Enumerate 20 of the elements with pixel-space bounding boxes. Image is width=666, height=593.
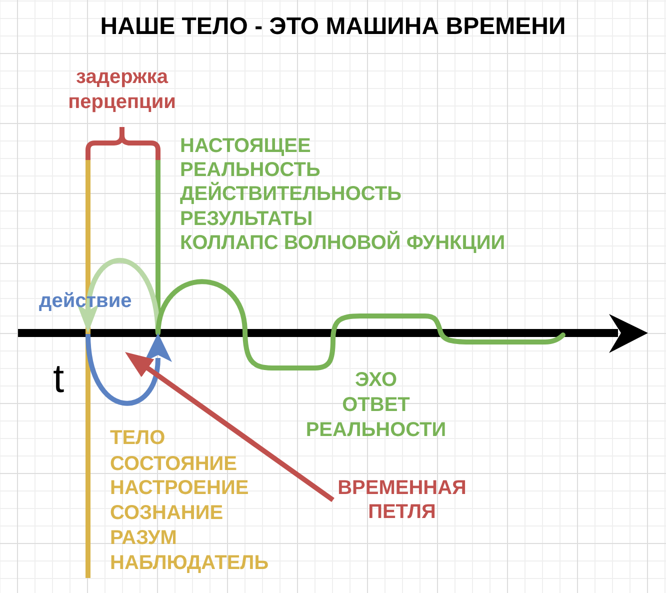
list-item-text: ТЕЛО — [110, 426, 166, 450]
list-item-text: КОЛЛАПС ВОЛНОВОЙ ФУНКЦИИ — [180, 231, 506, 255]
list-item-text: ЭХО — [354, 368, 398, 392]
diagram-title: НАШЕ ТЕЛО - ЭТО МАШИНА ВРЕМЕНИ — [100, 12, 566, 42]
axis-label: t — [53, 359, 64, 399]
list-item-text: НАСТРОЕНИЕ — [110, 476, 249, 500]
list-item-text: РЕЗУЛЬТАТЫ — [180, 207, 313, 230]
list-item-text: СОСТОЯНИЕ — [110, 452, 237, 476]
leader-arrow — [125, 352, 334, 502]
list-item-text: РАЗУМ — [110, 526, 177, 550]
list-item-text: ДЕЙСТВИТЕЛЬНОСТЬ — [180, 182, 402, 206]
list-item-text: СОЗНАНИЕ — [110, 501, 224, 525]
list-item-text: РЕАЛЬНОСТИ — [306, 418, 446, 442]
callout-text: ВРЕМЕННАЯ ПЕТЛЯ — [338, 476, 466, 524]
annotation-text: задержка перцепции — [68, 65, 176, 115]
list-item-text: РЕАЛЬНОСТЬ — [180, 158, 320, 182]
loop-arrow — [86, 333, 172, 406]
list-item-text: НАБЛЮДАТЕЛЬ — [110, 551, 269, 575]
list-item-text: НАСТОЯЩЕЕ — [180, 134, 311, 158]
list-item-text: ОТВЕТ — [342, 393, 410, 417]
